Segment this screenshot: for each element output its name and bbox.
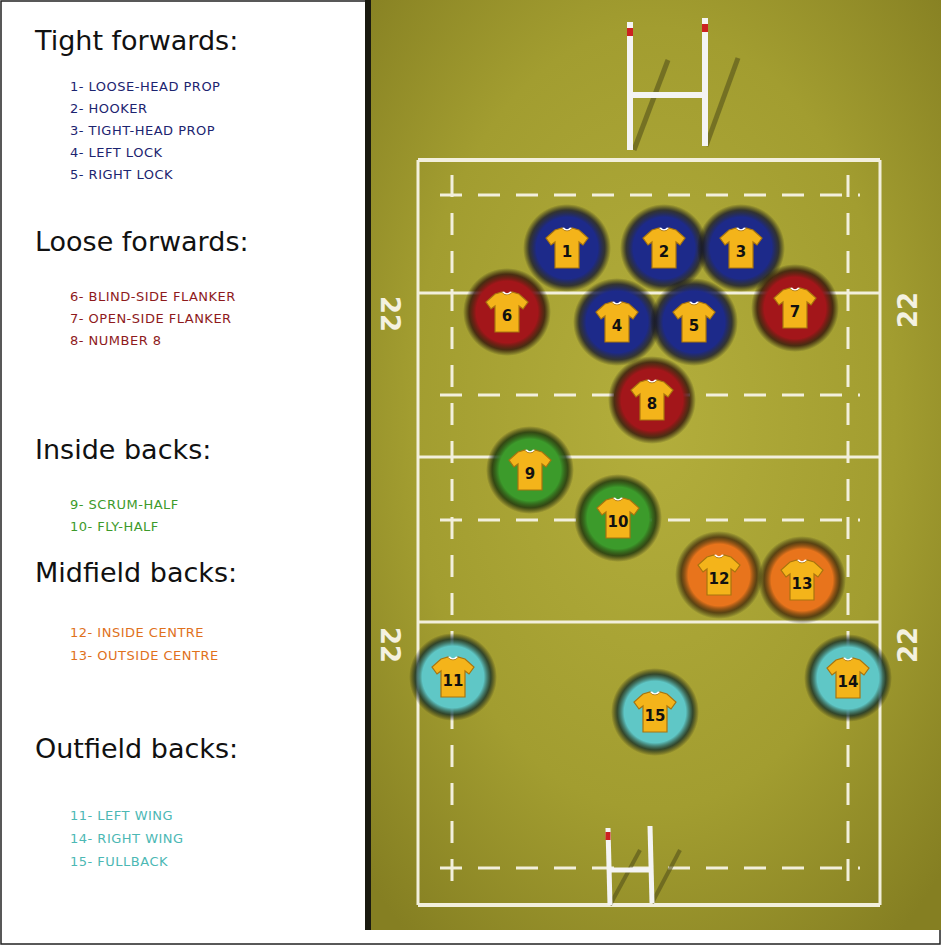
position-label: 5- RIGHT LOCK bbox=[70, 168, 173, 183]
try-line bbox=[418, 903, 880, 907]
player-circle: 15 bbox=[611, 668, 699, 756]
position-label: 1- LOOSE-HEAD PROP bbox=[70, 80, 220, 95]
jersey-number: 13 bbox=[792, 577, 813, 592]
position-label: 15- FULLBACK bbox=[70, 855, 168, 870]
jersey-number: 1 bbox=[562, 245, 572, 260]
position-label: 2- HOOKER bbox=[70, 102, 148, 117]
top-goal-posts bbox=[630, 18, 738, 150]
player-circle: 10 bbox=[574, 474, 662, 562]
field-lines bbox=[418, 160, 880, 905]
jersey-number: 8 bbox=[647, 397, 657, 412]
jersey-number: 12 bbox=[709, 572, 730, 587]
player-circle: 4 bbox=[573, 278, 661, 366]
jersey-number: 7 bbox=[790, 305, 800, 320]
field-edge bbox=[365, 0, 371, 930]
try-line bbox=[418, 158, 880, 162]
player-circle: 9 bbox=[486, 426, 574, 514]
jersey-number: 15 bbox=[645, 709, 666, 724]
fifteen-metre-line bbox=[847, 175, 850, 890]
player-circle: 7 bbox=[751, 264, 839, 352]
player-circle: 6 bbox=[463, 268, 551, 356]
field-marking: 22 bbox=[374, 627, 404, 663]
position-label: 6- BLIND-SIDE FLANKER bbox=[70, 290, 236, 305]
halfway-line bbox=[418, 456, 880, 459]
group-heading: Inside backs: bbox=[35, 434, 211, 465]
bottom-goal-posts bbox=[608, 826, 680, 905]
jersey-number: 11 bbox=[443, 674, 464, 689]
field-marking: 22 bbox=[894, 627, 924, 663]
group-heading: Loose forwards: bbox=[35, 226, 249, 257]
position-label: 13- OUTSIDE CENTRE bbox=[70, 649, 219, 664]
player-circle: 14 bbox=[804, 634, 892, 722]
player-circle: 5 bbox=[650, 278, 738, 366]
position-label: 8- NUMBER 8 bbox=[70, 334, 162, 349]
jersey-number: 9 bbox=[525, 467, 535, 482]
group-heading: Outfield backs: bbox=[35, 733, 238, 764]
player-circle: 11 bbox=[409, 633, 497, 721]
position-label: 11- LEFT WING bbox=[70, 809, 173, 824]
position-label: 12- INSIDE CENTRE bbox=[70, 626, 204, 641]
field-grass bbox=[365, 0, 941, 930]
position-label: 10- FLY-HALF bbox=[70, 520, 159, 535]
position-label: 9- SCRUM-HALF bbox=[70, 498, 179, 513]
player-circle: 1 bbox=[523, 204, 611, 292]
player-circle: 8 bbox=[608, 356, 696, 444]
jersey-number: 3 bbox=[736, 245, 746, 260]
jersey-number: 4 bbox=[612, 319, 622, 334]
touch-line bbox=[417, 160, 420, 905]
jersey-number: 10 bbox=[608, 515, 629, 530]
position-label: 7- OPEN-SIDE FLANKER bbox=[70, 312, 232, 327]
touch-line bbox=[879, 160, 882, 905]
player-circle: 13 bbox=[758, 536, 846, 624]
field-marking: 22 bbox=[374, 296, 404, 332]
position-label: 14- RIGHT WING bbox=[70, 832, 184, 847]
field-marking: 22 bbox=[894, 292, 924, 328]
group-heading: Tight forwards: bbox=[35, 25, 238, 56]
position-label: 4- LEFT LOCK bbox=[70, 146, 163, 161]
fifteen-metre-line bbox=[451, 175, 454, 890]
player-circle: 12 bbox=[675, 531, 763, 619]
group-heading: Midfield backs: bbox=[35, 557, 237, 588]
jersey-number: 2 bbox=[659, 245, 669, 260]
jersey-number: 14 bbox=[838, 675, 859, 690]
position-label: 3- TIGHT-HEAD PROP bbox=[70, 124, 215, 139]
dashed-lines bbox=[440, 175, 860, 890]
five-metre-line bbox=[440, 194, 860, 197]
jersey-number: 6 bbox=[502, 309, 512, 324]
jersey-number: 5 bbox=[689, 319, 699, 334]
